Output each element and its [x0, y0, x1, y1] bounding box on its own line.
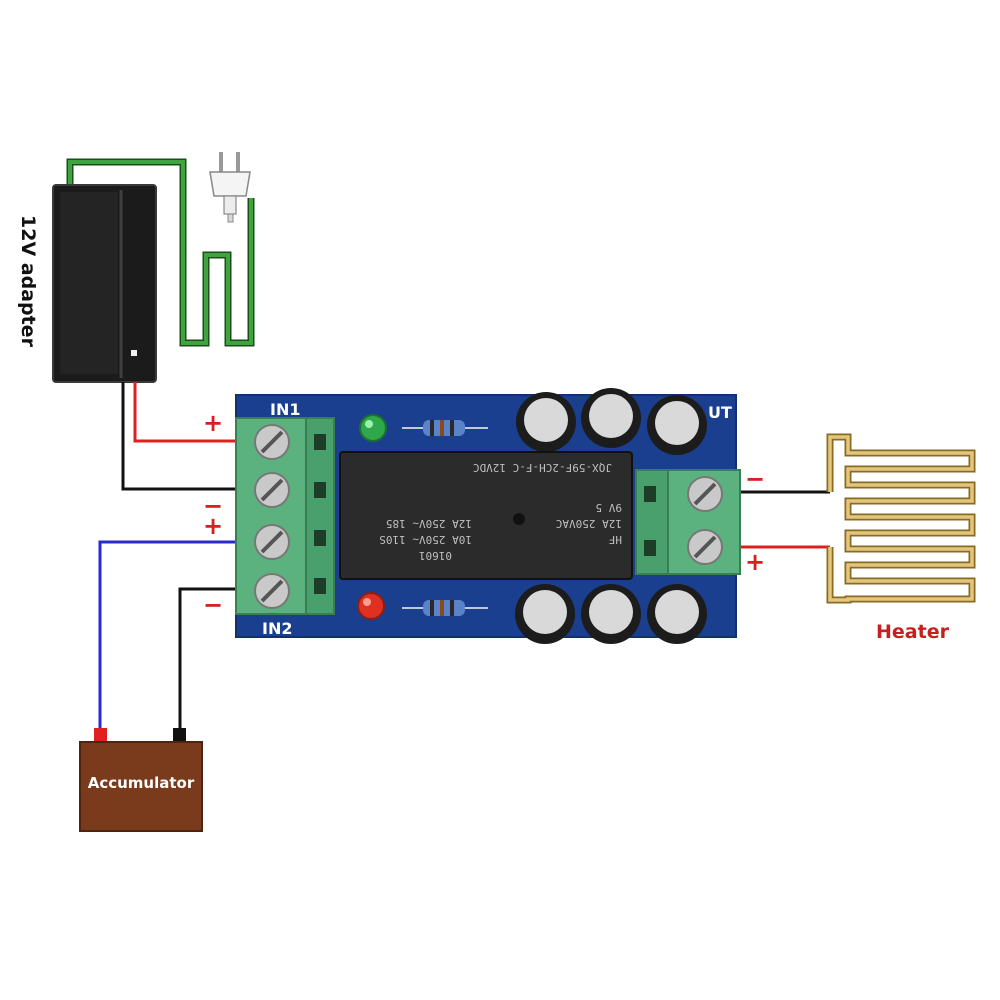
wire-adapter-minus	[121, 382, 236, 491]
capacitor-icon	[516, 392, 576, 452]
relay-model-text: JQX-59F-2CH-F-C 12VDC	[473, 461, 612, 474]
relay-text-1: 01601	[419, 549, 452, 562]
wire-accumulator-plus	[98, 540, 236, 733]
mains-plug-icon	[209, 152, 251, 223]
output-terminal-block	[635, 469, 741, 575]
in1-label: IN1	[270, 400, 300, 419]
relay-text-4: HF	[609, 533, 622, 546]
capacitor-icon	[581, 584, 641, 644]
capacitor-icon	[581, 388, 641, 448]
heater-element	[826, 433, 976, 604]
out-minus-mark: −	[745, 465, 765, 493]
heater-label: Heater	[876, 621, 950, 643]
screw-icon	[254, 573, 290, 609]
relay-text-2: 10A 250V~ 110S	[379, 533, 472, 546]
in2-label: IN2	[262, 619, 292, 638]
battery-negative-terminal	[173, 728, 186, 742]
capacitor-icon	[647, 584, 707, 644]
adapter-led-icon	[131, 350, 137, 356]
adapter-box	[52, 184, 157, 383]
red-led-icon	[357, 592, 385, 620]
wires	[98, 382, 830, 733]
wire-adapter-plus	[133, 382, 236, 443]
screw-icon	[687, 529, 723, 565]
accumulator-label: Accumulator	[88, 774, 195, 792]
out-plus-mark: +	[745, 548, 765, 576]
resistor-icon	[402, 420, 488, 436]
out-label: UT	[708, 403, 732, 422]
green-led-icon	[359, 414, 387, 442]
screw-icon	[687, 476, 723, 512]
relay-text-5: 12A 250VAC	[556, 517, 622, 530]
accumulator-battery: Accumulator	[79, 728, 203, 832]
capacitor-icon	[647, 395, 707, 455]
resistor-icon	[402, 600, 488, 616]
input-terminal-block	[235, 417, 335, 615]
in1-plus-mark: +	[203, 409, 223, 437]
screw-icon	[254, 524, 290, 560]
screw-icon	[254, 424, 290, 460]
relay-text-3: 12A 250V~ 185	[386, 517, 472, 530]
relay: 01601 10A 250V~ 110S 12A 250V~ 185 HF 12…	[339, 451, 633, 580]
relay-module-pcb: IN1 IN2 UT	[235, 388, 741, 644]
adapter-label: 12V adapter	[17, 215, 39, 348]
in2-minus-mark: −	[203, 591, 223, 619]
screw-icon	[254, 472, 290, 508]
wire-accumulator-minus	[178, 587, 236, 733]
relay-text-6: 9V 5	[596, 501, 623, 514]
capacitor-icon	[515, 584, 575, 644]
in1-minus-mark: −	[203, 492, 223, 520]
battery-positive-terminal	[94, 728, 107, 742]
in2-plus-mark: +	[203, 512, 223, 540]
mains-cable	[66, 158, 255, 347]
